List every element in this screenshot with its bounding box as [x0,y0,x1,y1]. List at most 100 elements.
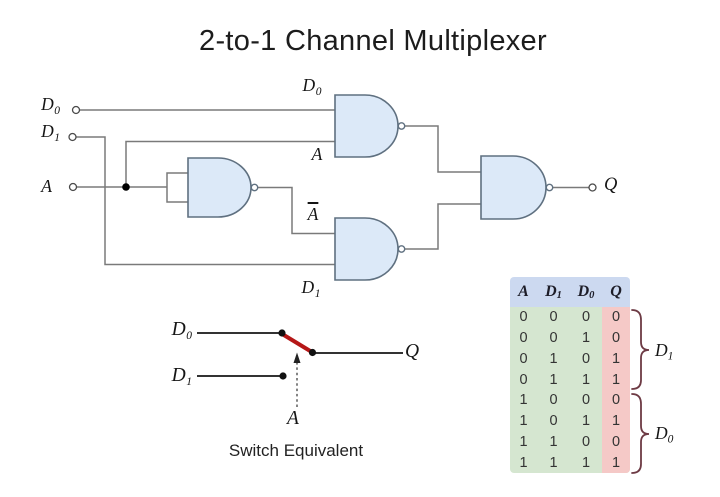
truth-table-row: 1 1 0 0 [510,431,630,453]
circuit-label-a-input: A [28,176,52,196]
cell: 0 [549,330,558,347]
truth-table-row: 1 1 1 1 [510,452,630,473]
wire-a-net [76,140,335,203]
bottom-nand-gate [334,217,406,281]
output-nand-gate [480,155,554,220]
circuit-label-bottom-gate-d1: D1 [295,277,327,301]
wire-bottom-nand-output [405,203,481,250]
label-sub: 0 [315,85,322,98]
cell-q: 1 [602,348,630,370]
circuit-label-q-output: Q [604,175,617,196]
cell: 1 [581,371,591,388]
cell: 1 [519,433,528,450]
inverter-nand-gate [187,157,259,218]
inverter-bubble [250,183,259,192]
terminal-d1-input [68,132,77,142]
switch-wiper [281,332,313,354]
cell: 1 [581,330,591,347]
bottom-nand-bubble [397,245,406,253]
cell: 0 [519,371,528,388]
label-base: Q [405,341,420,362]
cell: 0 [581,433,591,450]
brace-bottom-group [631,393,650,474]
circuit-label-d0-input: D0 [30,94,60,118]
switch-label-a: A [280,408,306,430]
label-base: D [171,365,186,386]
truth-table-row: 1 0 0 0 [510,390,630,411]
switch-caption: Switch Equivalent [228,441,364,460]
wire-inverter-output [258,186,335,235]
header-sub: 1 [556,289,562,301]
label-base: A [287,408,299,429]
cell: 0 [549,309,558,326]
header-base: A [518,283,529,300]
cell-q: 0 [602,431,630,453]
label-base: D [302,75,316,95]
switch-label-q: Q [405,341,419,363]
header-base: Q [610,283,622,300]
header-base: D [545,283,557,300]
brace-top-group [631,309,650,390]
cell: 0 [581,350,591,367]
switch-equivalent-diagram [197,329,403,407]
switch-label-d0: D0 [158,319,192,343]
label-base: D [171,319,186,340]
cell-q: 1 [602,410,630,432]
switch-contact-d0 [278,329,286,337]
truth-table-braces [631,309,650,474]
cell: 0 [519,350,528,367]
cell: 1 [519,413,528,430]
circuit-label-a-bar: A [297,204,329,224]
switch-pivot [308,348,317,357]
truth-table-header-q: Q [602,277,630,307]
junction-dot [122,183,130,191]
cell: 1 [549,433,558,450]
cell: 0 [581,309,591,326]
cell: 1 [549,350,558,367]
output-nand-bubble [545,183,554,192]
cell-q: 0 [602,327,630,349]
label-base: D [301,277,315,297]
label-sub: 0 [54,104,60,117]
label-base: D [655,340,668,360]
cell-q: 0 [602,307,630,328]
wire-d1-net [76,136,335,266]
group-label-d0: D0 [655,423,673,446]
select-arrow-head [293,352,301,363]
label-base: D [655,423,668,443]
cell: 0 [549,392,558,409]
cell: 0 [519,309,528,326]
truth-table-row: 0 1 1 1 [510,369,630,390]
cell: 1 [549,454,558,471]
cell-q: 0 [602,390,630,411]
header-base: D [577,283,590,300]
label-sub: 0 [186,329,192,342]
truth-table-row: 1 0 1 1 [510,410,630,432]
cell-q: 1 [602,452,630,473]
label-sub: 1 [54,131,60,144]
wire-top-nand-output [405,125,481,173]
header-sub: 0 [589,289,595,301]
cell: 1 [581,454,591,471]
circuit-label-top-gate-d0: D0 [296,75,328,99]
truth-table-row: 0 0 0 0 [510,307,630,328]
cell: 1 [549,371,558,388]
label-sub: 1 [667,350,674,363]
cell: 0 [549,413,558,430]
label-sub: 1 [314,287,321,300]
figure-title: 2-to-1 Channel Multiplexer [199,25,547,57]
cell: 1 [581,413,591,430]
label-base: D [41,121,54,141]
truth-table-header-a: A [510,277,537,307]
switch-label-d1: D1 [158,365,192,389]
label-sub: 1 [186,375,192,388]
terminal-q-output [588,183,597,192]
top-nand-bubble [397,122,406,130]
terminal-d0-input [71,105,81,115]
